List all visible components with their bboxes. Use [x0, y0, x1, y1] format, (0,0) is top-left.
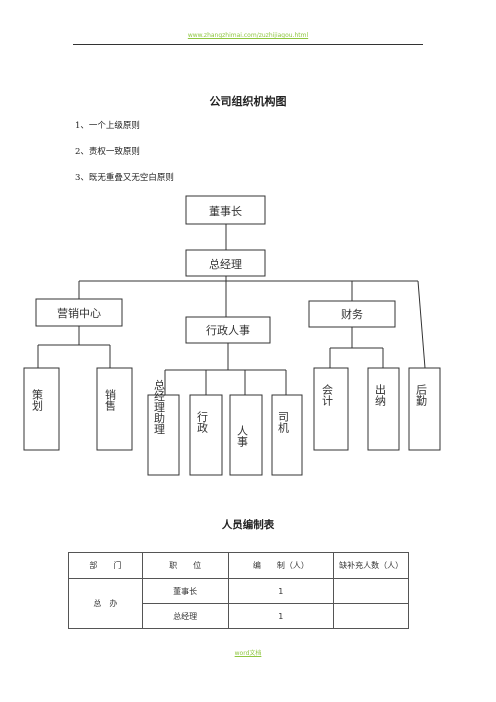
- column-header-shortage: 缺补充人数（人）: [333, 552, 409, 579]
- org-node-hr: 人事: [229, 394, 263, 476]
- position-cell: 总经理: [141, 603, 229, 629]
- document-title: 公司组织机构图: [209, 95, 287, 108]
- org-node-accounting: 会计: [313, 367, 349, 451]
- footer-link[interactable]: word文档: [234, 650, 262, 657]
- column-header-headcount: 编 制（人）: [227, 552, 335, 579]
- svg-text:行政: 行政: [196, 411, 209, 434]
- header-link[interactable]: www.zhangzhimai.com/zuzhijiagou.html: [187, 32, 309, 39]
- org-node-driver: 司机: [271, 394, 303, 476]
- staffing-table: 部 门 职 位 编 制（人） 缺补充人数（人） 总 办 董事长 1 总经理 1: [68, 552, 409, 629]
- svg-text:销售: 销售: [104, 388, 117, 412]
- department-cell: 总 办: [68, 578, 143, 629]
- headcount-cell: 1: [227, 578, 335, 604]
- svg-text:总经理助理: 总经理助理: [153, 378, 166, 434]
- svg-text:董事长: 董事长: [209, 205, 242, 218]
- org-node-cashier: 出纳: [367, 367, 400, 451]
- column-header-position: 职 位: [141, 552, 229, 579]
- org-node-chairman: 董事长: [185, 195, 266, 225]
- headcount-cell: 1: [227, 603, 335, 629]
- svg-text:后勤: 后勤: [415, 384, 428, 407]
- principle-3: 3、既无重叠又无空白原则: [75, 173, 174, 183]
- org-node-sales: 销售: [96, 367, 133, 451]
- org-node-administration: 行政: [189, 394, 223, 476]
- svg-text:行政人事: 行政人事: [206, 323, 250, 337]
- svg-text:司机: 司机: [277, 411, 290, 433]
- svg-text:出纳: 出纳: [374, 383, 387, 407]
- principle-1: 1、一个上级原则: [75, 121, 140, 131]
- table-row: 总 办 董事长 1: [68, 578, 409, 629]
- header-rule: [73, 44, 423, 45]
- org-node-marketing-center: 营销中心: [35, 298, 123, 327]
- principle-2: 2、责权一致原则: [75, 147, 140, 157]
- staffing-table-title: 人员编制表: [221, 519, 275, 531]
- org-node-planning: 策划: [23, 367, 60, 451]
- org-node-gm-assistant: 总经理助理: [147, 378, 180, 476]
- svg-text:总经理: 总经理: [209, 257, 242, 271]
- shortage-cell: [333, 603, 409, 629]
- svg-text:财务: 财务: [341, 307, 363, 321]
- svg-text:会计: 会计: [321, 384, 334, 407]
- shortage-cell: [333, 578, 409, 604]
- svg-text:营销中心: 营销中心: [57, 306, 101, 320]
- org-node-logistics: 后勤: [408, 367, 441, 451]
- position-cell: 董事长: [141, 578, 229, 604]
- org-node-general-manager: 总经理: [185, 249, 266, 277]
- table-header-row: 部 门 职 位 编 制（人） 缺补充人数（人）: [68, 552, 409, 579]
- org-node-admin-hr: 行政人事: [185, 316, 271, 344]
- table-row: 总经理 1: [69, 603, 409, 629]
- svg-text:策划: 策划: [31, 388, 44, 411]
- column-header-department: 部 门: [68, 552, 143, 579]
- org-chart: 董事长 总经理 营销中心 行政人事 财务 策划 销售 总经理助理: [0, 190, 496, 490]
- org-node-finance: 财务: [308, 300, 396, 328]
- svg-text:人事: 人事: [236, 425, 249, 447]
